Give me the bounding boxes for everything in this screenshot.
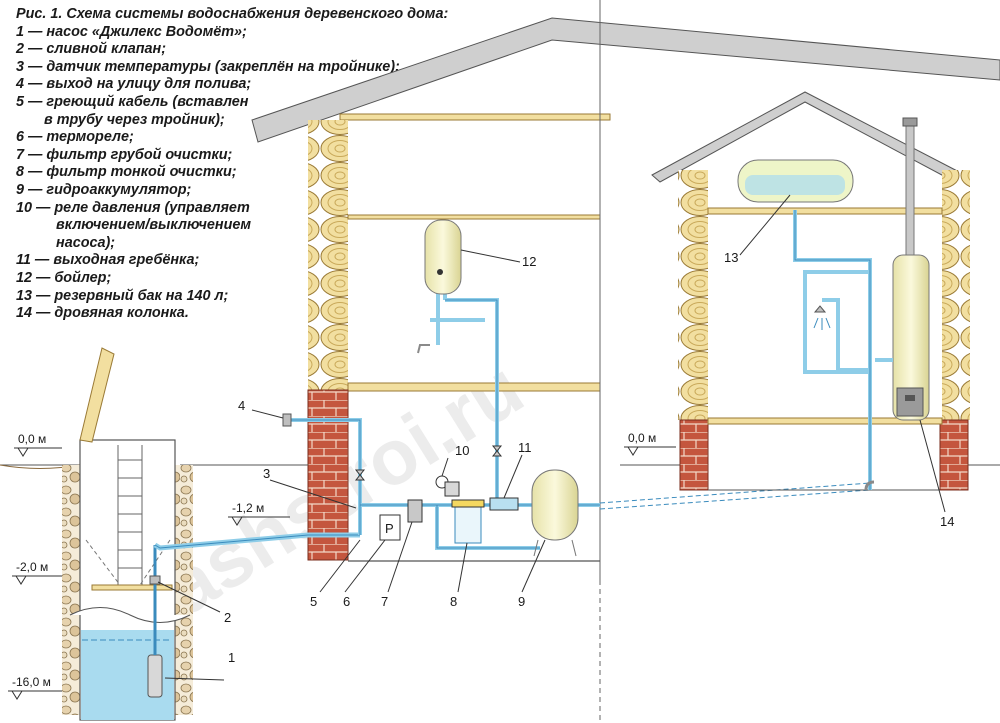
callout-7: 7	[381, 594, 388, 609]
hydro-accumulator	[531, 469, 579, 541]
level-label: -2,0 м	[16, 560, 48, 574]
well-stone-lining-left	[62, 465, 80, 715]
right-house	[651, 91, 970, 491]
callout-leaders	[157, 194, 946, 681]
callout-1: 1	[228, 650, 235, 665]
supply-pipe-outline	[154, 534, 360, 549]
log-wall-right	[942, 170, 970, 420]
caption-item: 1 — насос «Джилекс Водомёт»;	[16, 23, 247, 40]
boiler	[424, 219, 462, 295]
caption-item: 8 — фильтр тонкой очистки;	[16, 164, 237, 181]
level-label: 0,0 м	[18, 432, 46, 446]
attic-beam	[707, 207, 943, 215]
callout-8: 8	[450, 594, 457, 609]
brick-base-right	[939, 419, 969, 491]
callout-13: 13	[724, 250, 738, 265]
caption-item: в трубу через тройник);	[44, 111, 225, 128]
caption-item: 11 — выходная гребёнка;	[16, 252, 200, 269]
wood-water-heater	[892, 254, 930, 421]
well	[62, 347, 193, 721]
brick-base-left	[679, 419, 709, 491]
callout-3: 3	[263, 466, 270, 481]
well-ladder	[117, 445, 143, 590]
caption-item: 7 — фильтр грубой очистки;	[16, 146, 233, 163]
wall-beam	[347, 214, 601, 220]
caption-item: 13 — резервный бак на 140 л;	[16, 287, 229, 304]
caption-item: 5 — греющий кабель (вставлен	[16, 93, 249, 110]
level-label: 0,0 м	[628, 431, 656, 445]
level-label: -1,2 м	[232, 501, 264, 515]
banya-piping-outline	[794, 210, 871, 490]
valve	[491, 445, 503, 457]
callout-9: 9	[518, 594, 525, 609]
components: Р	[282, 219, 579, 557]
caption-item: 2 — сливной клапан;	[16, 41, 166, 58]
caption-item: включением/выключением	[56, 217, 252, 234]
floor-beam	[347, 382, 601, 392]
drain-valve	[149, 575, 161, 585]
thermo-relay	[379, 514, 401, 541]
caption-item: 10 — реле давления (управляет	[16, 199, 250, 216]
well-shelf	[91, 584, 173, 591]
banya-piping	[793, 210, 893, 490]
house-piping-outline	[290, 299, 600, 549]
callout-10: 10	[455, 443, 469, 458]
valve	[354, 469, 366, 481]
underground-pipe	[599, 482, 871, 510]
pressure-relay	[444, 481, 460, 497]
fine-filter	[454, 504, 482, 544]
callout-14: 14	[940, 514, 954, 529]
caption-item: насоса);	[56, 234, 116, 251]
level-markers: 0,0 м -1,2 м -2,0 м -16,0 м 0,0 м	[8, 431, 676, 700]
output-manifold	[489, 497, 519, 511]
caption-item: 9 — гидроаккумулятор;	[16, 181, 192, 198]
log-wall-left	[678, 170, 708, 420]
callout-numbers: 1 2 3 4 5 6 7 8 9 10 11 12 13 14	[224, 250, 954, 665]
ceiling-beam	[339, 113, 611, 121]
caption-item: 14 — дровяная колонка.	[16, 305, 189, 322]
well-break	[69, 607, 191, 623]
relay-label: Р	[385, 521, 394, 536]
caption: Рис. 1. Схема системы водоснабжения дере…	[16, 6, 486, 323]
well-stone-lining-right	[175, 465, 193, 715]
callout-2: 2	[224, 610, 231, 625]
callout-12: 12	[522, 254, 536, 269]
caption-item: 4 — выход на улицу для полива;	[16, 76, 252, 93]
roof-left	[251, 17, 1000, 143]
callout-5: 5	[310, 594, 317, 609]
floor-beam-right	[707, 417, 943, 425]
coarse-filter	[407, 499, 423, 523]
caption-item: 6 — терморелe;	[16, 129, 134, 146]
callout-4: 4	[238, 398, 245, 413]
caption-title: Рис. 1. Схема системы водоснабжения дере…	[16, 6, 449, 22]
left-house	[251, 0, 1000, 723]
callout-6: 6	[343, 594, 350, 609]
chimney	[905, 124, 915, 266]
well-lid	[79, 347, 115, 443]
callout-11: 11	[518, 440, 532, 455]
submersible-pump	[147, 654, 163, 698]
caption-item: 3 — датчик температуры (закреплён на тро…	[16, 58, 400, 75]
outdoor-tap	[282, 413, 292, 427]
level-label: -16,0 м	[12, 675, 51, 689]
caption-item: 12 — бойлер;	[16, 269, 112, 286]
log-wall	[308, 120, 348, 390]
shower-head	[813, 305, 827, 313]
